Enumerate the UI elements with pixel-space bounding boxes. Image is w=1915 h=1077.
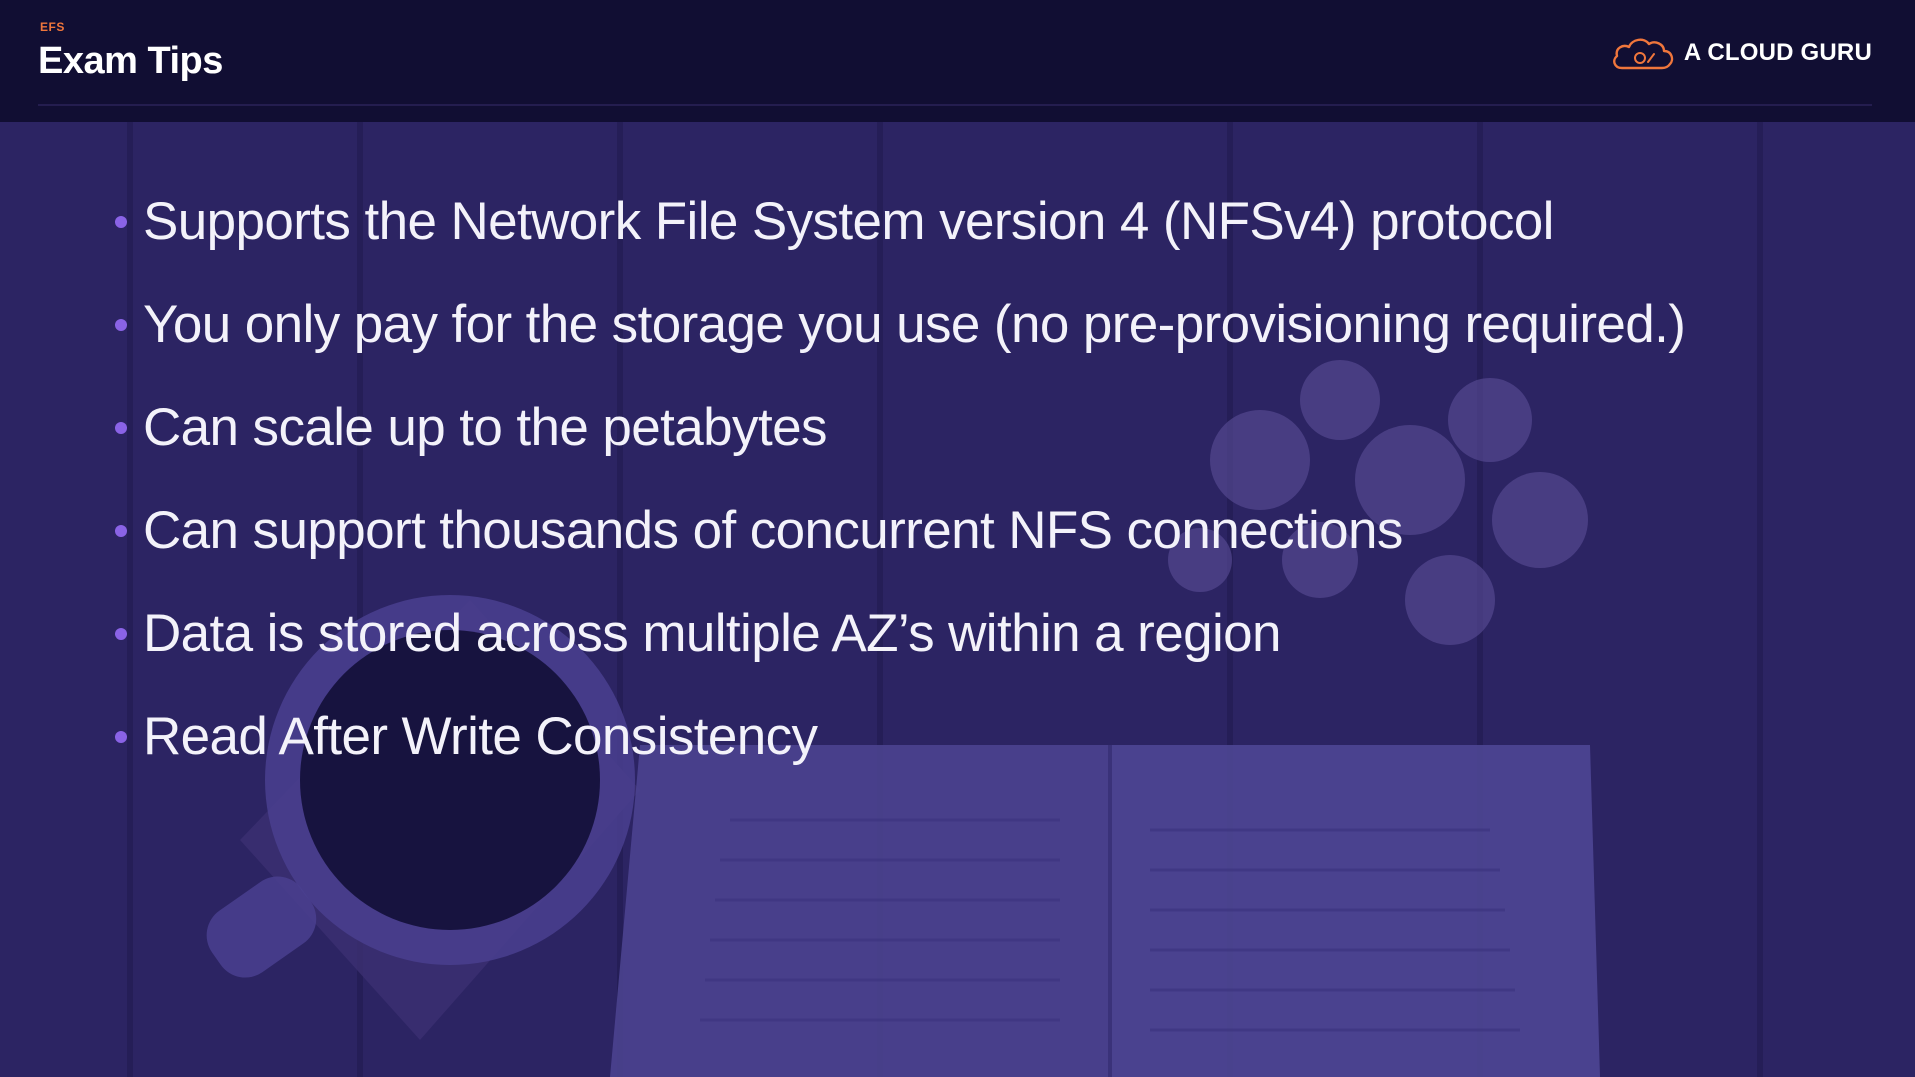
bullet-item: Supports the Network File System version… bbox=[115, 170, 1685, 273]
bullet-list: Supports the Network File System version… bbox=[115, 170, 1686, 788]
slide-title: Exam Tips bbox=[38, 40, 223, 82]
bullet-dot bbox=[115, 215, 127, 228]
bullet-item: You only pay for the storage you use (no… bbox=[115, 273, 1686, 376]
bullet-item: Read After Write Consistency bbox=[115, 685, 1685, 788]
brand-name: A CLOUD GURU bbox=[1683, 39, 1872, 66]
header-bar bbox=[0, 0, 1915, 122]
bullet-text: Read After Write Consistency bbox=[143, 707, 818, 766]
bullet-item: Can scale up to the petabytes bbox=[115, 376, 1685, 479]
bullet-text: Can scale up to the petabytes bbox=[143, 398, 827, 457]
bullet-text: Supports the Network File System version… bbox=[143, 192, 1554, 251]
bullet-dot bbox=[115, 627, 127, 640]
cloud-logo-icon bbox=[1612, 38, 1673, 70]
bullet-item: Can support thousands of concurrent NFS … bbox=[115, 479, 1685, 582]
bullet-text: You only pay for the storage you use (no… bbox=[143, 295, 1686, 354]
bullet-item: Data is stored across multiple AZ’s with… bbox=[115, 582, 1685, 685]
section-tag: EFS bbox=[40, 20, 65, 34]
bullet-dot bbox=[115, 730, 127, 743]
bullet-dot bbox=[115, 524, 127, 537]
brand-logo: A CLOUD GURU bbox=[1610, 34, 1872, 72]
bullet-dot bbox=[115, 318, 127, 331]
header-divider bbox=[38, 104, 1872, 106]
bullet-text: Data is stored across multiple AZ’s with… bbox=[143, 604, 1281, 663]
bullet-dot bbox=[115, 421, 127, 434]
bullet-text: Can support thousands of concurrent NFS … bbox=[143, 501, 1403, 560]
